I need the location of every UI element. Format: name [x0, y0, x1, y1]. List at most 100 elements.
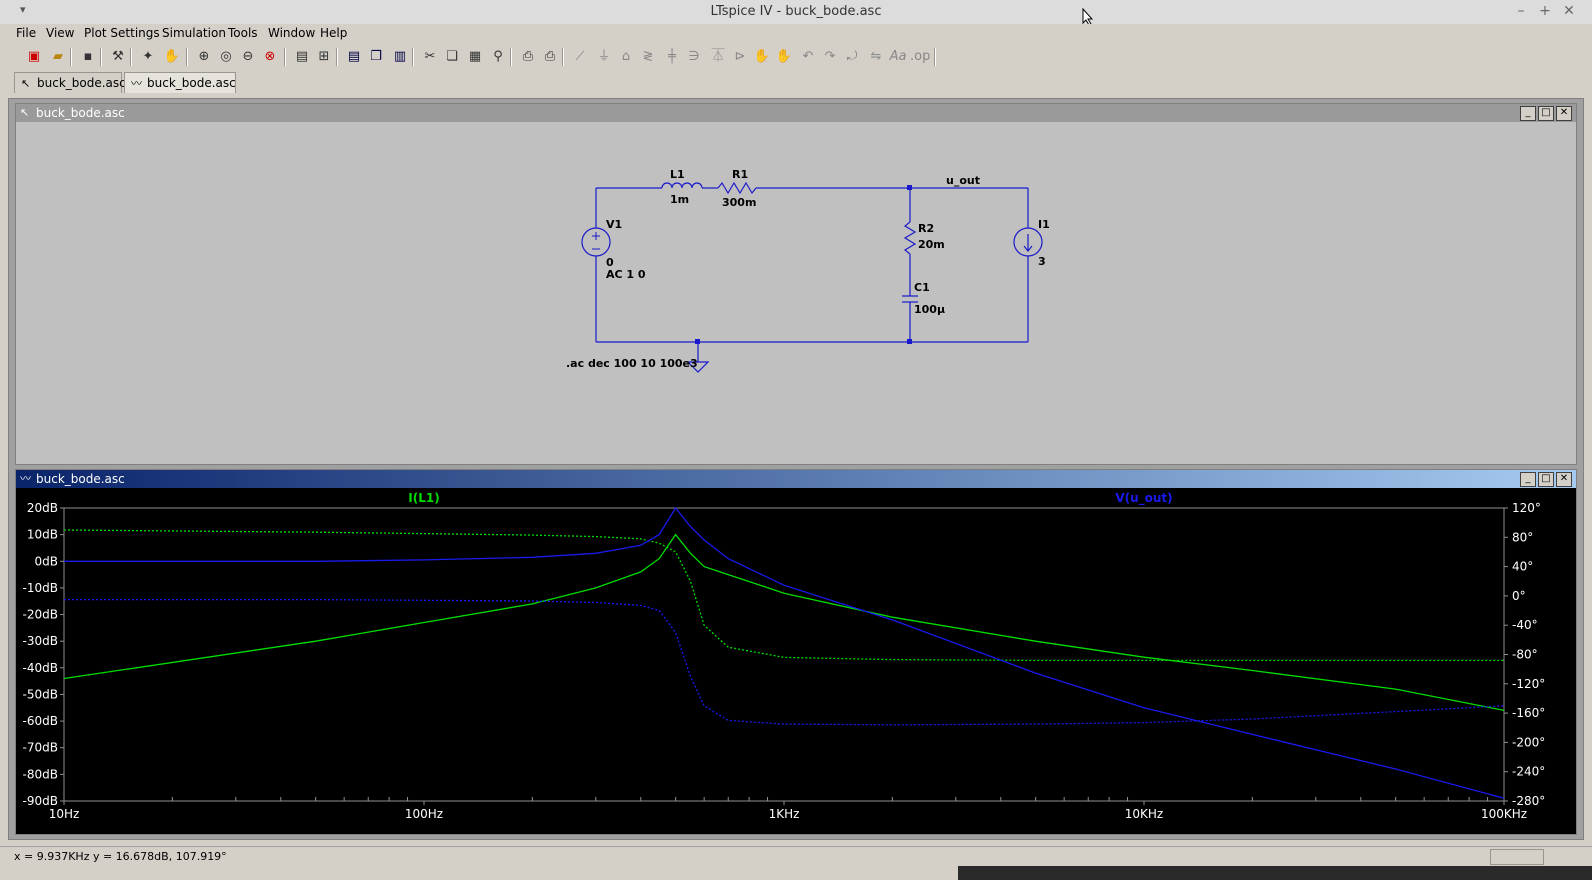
toolbar: ▣ ▰ ▪ ⚒ ✦ ✋ ⊕ ◎ ⊖ ⊗ ▤ ⊞ ▤ ❐ ▥ ✂ ❏ ▦ ⚲ ⎙ …: [0, 44, 1592, 71]
drag-icon[interactable]: ✋: [775, 49, 793, 64]
component-icon[interactable]: ⊳: [734, 49, 746, 64]
undo-icon[interactable]: ↶: [802, 49, 814, 64]
current-arrow-head: [1023, 245, 1033, 252]
find-icon[interactable]: ⚲: [493, 49, 503, 64]
close-button[interactable]: ✕: [1563, 3, 1575, 19]
subwindow-minimize-button[interactable]: _: [1520, 472, 1536, 487]
tab-label: buck_bode.asc: [147, 76, 236, 90]
menu-plot-settings[interactable]: Plot Settings: [84, 26, 160, 40]
ground-symbol: [686, 361, 710, 373]
zoom-in-icon[interactable]: ⊕: [198, 49, 210, 64]
y-right-tick-label: -40°: [1512, 618, 1538, 632]
schematic-window-titlebar[interactable]: ↖ buck_bode.asc _ □ ✕: [16, 104, 1576, 122]
toolbar-separator: [130, 48, 132, 66]
inductor-icon[interactable]: ∋: [688, 49, 700, 64]
menu-view[interactable]: View: [46, 26, 75, 40]
run-icon[interactable]: ✦: [142, 49, 154, 64]
pan-icon[interactable]: ✋: [163, 49, 181, 64]
trace-v-u-out--magnitude[interactable]: [64, 506, 1505, 799]
label-icon[interactable]: ⌂: [621, 49, 631, 64]
inductor-l1[interactable]: [661, 182, 703, 189]
waveform-plot[interactable]: 20dB10dB0dB-10dB-20dB-30dB-40dB-50dB-60d…: [16, 488, 1576, 834]
toolbar-separator: [336, 48, 338, 66]
menu-file[interactable]: File: [16, 26, 37, 40]
rotate-icon[interactable]: ⤾: [846, 49, 858, 64]
mark-icon[interactable]: ⊞: [318, 49, 330, 64]
subwindow-maximize-button[interactable]: □: [1538, 106, 1554, 121]
zoom-fit-icon[interactable]: ⊗: [264, 49, 276, 64]
redo-icon[interactable]: ↷: [824, 49, 836, 64]
toolbar-separator: [70, 48, 72, 66]
menu-tools[interactable]: Tools: [228, 26, 258, 40]
subwindow-minimize-button[interactable]: _: [1520, 106, 1536, 121]
tab-schematic[interactable]: ↖ buck_bode.asc: [14, 72, 126, 93]
window-menu-icon[interactable]: ▾: [20, 3, 26, 16]
component-label-v1: V1: [606, 218, 622, 231]
menu-help[interactable]: Help: [320, 26, 348, 40]
resistor-icon[interactable]: ≷: [642, 49, 654, 64]
autorange-icon[interactable]: ▤: [295, 49, 309, 64]
status-bar: x = 9.937KHz y = 16.678dB, 107.919°: [0, 846, 1592, 867]
trace-label-il1[interactable]: I(L1): [408, 491, 439, 505]
mdi-workspace: ↖ buck_bode.asc _ □ ✕: [8, 98, 1584, 840]
minimize-button[interactable]: –: [1517, 3, 1525, 19]
x-tick-label: 100KHz: [1481, 807, 1527, 821]
window-title: LTspice IV - buck_bode.asc: [710, 4, 882, 19]
subwindow-close-button[interactable]: ✕: [1556, 472, 1572, 487]
paste-icon[interactable]: ▦: [468, 49, 482, 64]
subwindow-close-button[interactable]: ✕: [1556, 106, 1572, 121]
ground-icon[interactable]: ⏚: [597, 49, 611, 64]
net-label-u-out[interactable]: u_out: [946, 174, 980, 187]
copy-icon[interactable]: ❏: [446, 49, 458, 64]
toolbar-separator: [412, 48, 414, 66]
diode-icon[interactable]: ⏄: [711, 49, 725, 64]
menu-simulation[interactable]: Simulation: [162, 26, 226, 40]
zoom-out-icon[interactable]: ⊖: [242, 49, 254, 64]
new-schematic-icon[interactable]: ▣: [27, 49, 41, 64]
control-panel-icon[interactable]: ⚒: [112, 49, 124, 64]
waveform-window-titlebar[interactable]: 〰 buck_bode.asc _ □ ✕: [16, 470, 1576, 488]
y-right-tick-label: 80°: [1512, 530, 1533, 544]
schematic-icon: ↖: [21, 77, 31, 90]
print-icon[interactable]: ⎙: [544, 49, 556, 64]
save-icon[interactable]: ▪: [83, 49, 93, 64]
component-value-r2: 20m: [918, 238, 945, 251]
maximize-button[interactable]: +: [1539, 3, 1551, 19]
component-value-l1: 1m: [670, 193, 689, 206]
toolbar-separator: [186, 48, 188, 66]
schematic-canvas[interactable]: L1 1m R1 300m V1 0 AC 1 0 R2 20m C1 100µ…: [16, 122, 1576, 464]
menu-window[interactable]: Window: [268, 26, 316, 40]
menu-bar: File View Plot Settings Simulation Tools…: [0, 24, 1592, 44]
junction-dot: [907, 339, 912, 344]
y-left-tick-label: -20dB: [23, 608, 58, 622]
capacitor-icon[interactable]: ╪: [668, 49, 676, 64]
wire-icon[interactable]: ⟋: [575, 49, 585, 64]
spice-directive[interactable]: .ac dec 100 10 100e3: [566, 357, 698, 370]
toolbar-separator: [934, 48, 936, 66]
tile-horizontal-icon[interactable]: ▤: [347, 49, 361, 64]
tab-waveform[interactable]: 〰 buck_bode.asc: [124, 72, 236, 93]
trace-i-l1--magnitude[interactable]: [63, 533, 1505, 712]
x-tick-label: 10KHz: [1125, 807, 1163, 821]
status-panel: [1490, 849, 1544, 865]
cut-icon[interactable]: ✂: [424, 49, 436, 64]
y-left-tick-label: 10dB: [27, 528, 58, 542]
schematic-window: ↖ buck_bode.asc _ □ ✕: [15, 103, 1577, 465]
trace-v-u-out--phase[interactable]: [64, 598, 1505, 726]
text-icon[interactable]: Aa: [889, 49, 907, 64]
resistor-r1[interactable]: [717, 181, 757, 195]
move-icon[interactable]: ✋: [753, 49, 771, 64]
cascade-icon[interactable]: ❐: [370, 49, 382, 64]
print-preview-icon[interactable]: ⎙: [522, 49, 534, 64]
bottom-strip: [0, 866, 1592, 880]
spice-directive-icon[interactable]: .op: [910, 49, 931, 64]
resistor-r2[interactable]: [903, 221, 917, 255]
zoom-area-icon[interactable]: ◎: [220, 49, 232, 64]
subwindow-maximize-button[interactable]: □: [1538, 472, 1554, 487]
tile-vertical-icon[interactable]: ▥: [393, 49, 407, 64]
trace-label-vout[interactable]: V(u_out): [1115, 491, 1172, 506]
y-right-tick-label: -160°: [1512, 706, 1545, 720]
mirror-icon[interactable]: ⇋: [870, 49, 882, 64]
open-icon[interactable]: ▰: [53, 49, 63, 64]
